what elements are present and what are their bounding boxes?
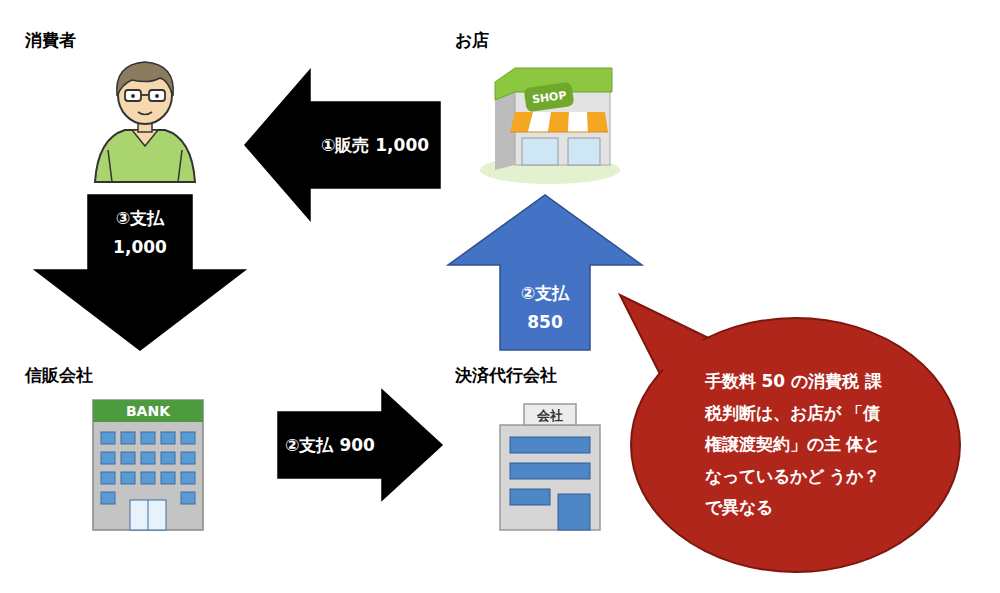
bank-sign: BANK xyxy=(126,404,170,418)
actor-name: お店 xyxy=(450,25,494,56)
consumer-figure xyxy=(95,62,195,182)
block-arrow xyxy=(278,390,442,500)
shop-figure xyxy=(480,68,620,184)
actor-name: 消費者 xyxy=(20,25,81,56)
bank-figure xyxy=(93,400,203,530)
payment-agent-node: 決済代行会社 xyxy=(450,360,640,535)
block-arrow xyxy=(448,195,642,350)
arrow-label: ③支払 1,000 xyxy=(95,204,185,262)
consumer-node: 消費者 xyxy=(20,25,235,185)
credit-company-node: 信販会社 xyxy=(20,360,270,535)
actor-name: 信販会社 xyxy=(20,360,98,391)
shop-node: お店 xyxy=(450,25,640,185)
block-arrow xyxy=(35,195,245,350)
company-figure xyxy=(500,404,600,530)
callout-bubble: 手数料 50 の消費税 課税判断は、お店が 「債権譲渡契約」の主 体となっている… xyxy=(628,315,963,575)
actor-name: 決済代行会社 xyxy=(450,360,562,391)
block-arrow xyxy=(245,70,440,220)
callout-text: 手数料 50 の消費税 課税判断は、お店が 「債権譲渡契約」の主 体となっている… xyxy=(705,366,887,523)
arrow-label: ②支払 900 xyxy=(285,431,375,460)
arrow-label: ②支払 850 xyxy=(507,279,583,337)
company-sign: 会社 xyxy=(537,409,563,422)
shop-sign: SHOP xyxy=(531,89,567,105)
arrow-label: ①販売 1,000 xyxy=(321,131,429,160)
